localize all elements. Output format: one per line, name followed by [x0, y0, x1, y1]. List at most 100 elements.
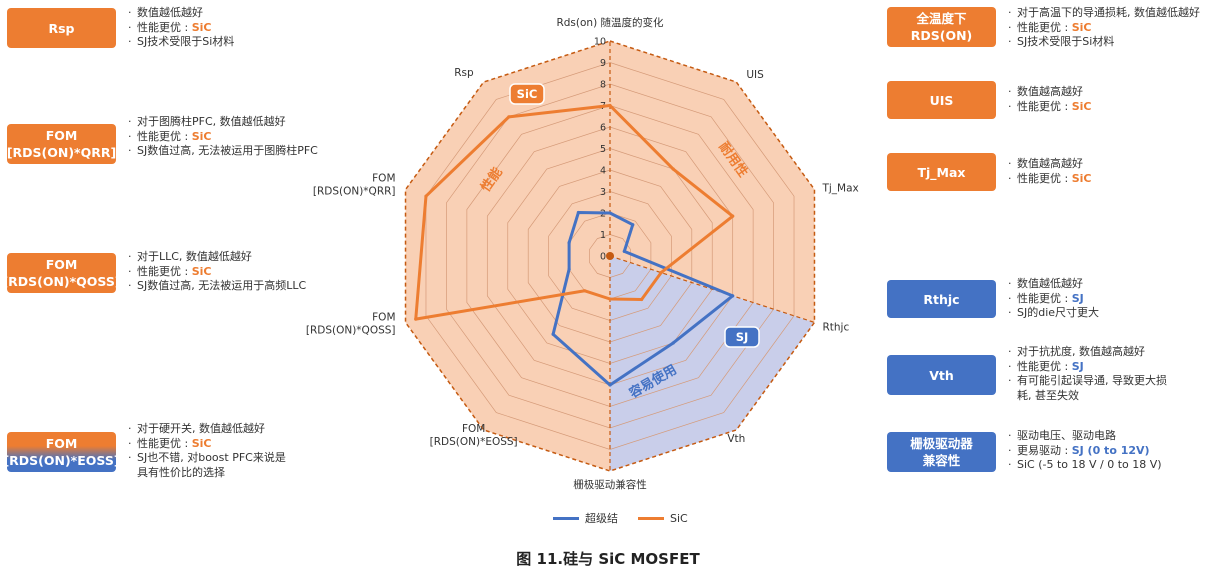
- axis-label: FOM[RDS(ON)*EOSS]: [430, 423, 518, 448]
- series-point: [551, 332, 555, 336]
- rdson-notes: 对于高温下的导通损耗, 数值越低越好 性能更优 : SiC SJ技术受限于Si材…: [1007, 6, 1212, 50]
- note-item: 对于图腾柱PFC, 数值越低越好: [127, 115, 377, 130]
- note-item: 性能更优 : SiC: [1007, 21, 1212, 36]
- tick-label: 4: [600, 166, 606, 177]
- legend-swatch-sic: [638, 516, 664, 520]
- fom-eoss-badge: FOM [RDS(ON)*EOSS]: [3, 432, 120, 472]
- series-point: [659, 271, 663, 275]
- series-point: [639, 297, 644, 302]
- vth-notes: 对于抗扰度, 数值越高越好 性能更优 : SJ 有可能引起误导通, 导致更大损 …: [1007, 345, 1212, 403]
- rdson-badge: 全温度下 RDS(ON): [887, 7, 996, 47]
- fom-qrr-notes: 对于图腾柱PFC, 数值越低越好 性能更优 : SiC SJ数值过高, 无法被运…: [127, 115, 377, 159]
- rsp-badge: Rsp: [7, 8, 116, 48]
- series-point: [731, 214, 735, 218]
- axis-label: Rthjc: [822, 321, 849, 333]
- note-item: 性能更优 : SiC: [1007, 172, 1212, 187]
- legend-swatch-sj: [553, 516, 579, 520]
- rsp-notes: 数值越低越好 性能更优 : SiC SJ技术受限于Si材料: [127, 6, 377, 50]
- series-point: [731, 294, 735, 298]
- series-point: [567, 267, 571, 271]
- fom-qoss-badge: FOM [RDS(ON)*QOSS]: [2, 253, 121, 293]
- note-item: 性能更优 : SiC: [1007, 100, 1212, 115]
- series-point: [583, 289, 587, 293]
- note-item: 对于LLC, 数值越低越好: [127, 250, 377, 265]
- note-item: 数值越低越好: [1007, 277, 1212, 292]
- series-tag-bg: [724, 326, 760, 348]
- note-item: SJ也不错, 对boost PFC来说是 具有性价比的选择: [127, 451, 377, 480]
- note-item: 对于硬开关, 数值越低越好: [127, 422, 377, 437]
- grid-ring: [425, 62, 795, 450]
- note-item: SJ技术受限于Si材料: [127, 35, 377, 50]
- rthjc-badge: Rthjc: [887, 280, 996, 318]
- axis-label: FOM[RDS(ON)*QOSS]: [306, 311, 396, 336]
- legend-label-sj: 超级结: [585, 512, 618, 525]
- tick-label: 3: [600, 187, 606, 198]
- tick-label: 10: [594, 37, 606, 48]
- series-point: [424, 194, 428, 198]
- series-point: [671, 167, 675, 171]
- legend-item-sj: 超级结: [553, 510, 618, 526]
- center-dot: [606, 252, 614, 260]
- note-item: SJ数值过高, 无法被运用于图腾柱PFC: [127, 144, 377, 159]
- note-item: 性能更优 : SJ: [1007, 292, 1212, 307]
- series-tag-label: SiC: [517, 87, 538, 101]
- tick-label: 8: [600, 80, 606, 91]
- note-item: 对于抗扰度, 数值越高越好: [1007, 345, 1212, 360]
- note-item: 更易驱动 : SJ (0 to 12V): [1007, 444, 1212, 459]
- note-item: 有可能引起误导通, 导致更大损 耗, 甚至失效: [1007, 374, 1212, 403]
- note-item: 数值越高越好: [1007, 85, 1212, 100]
- note-item: 性能更优 : SiC: [127, 265, 377, 280]
- tick-label: 0: [600, 252, 606, 263]
- note-item: 性能更优 : SiC: [127, 130, 377, 145]
- note-item: 性能更优 : SiC: [127, 437, 377, 452]
- region-fill-blue: [610, 256, 815, 471]
- series-tag-label: SJ: [736, 330, 749, 344]
- rthjc-notes: 数值越低越好 性能更优 : SJ SJ的die尺寸更大: [1007, 277, 1212, 321]
- note-item: 数值越低越好: [127, 6, 377, 21]
- note-item: 数值越高越好: [1007, 157, 1212, 172]
- series-point: [608, 383, 612, 387]
- figure-caption: 图 11.硅与 SiC MOSFET: [516, 550, 700, 568]
- axis-label: Vth: [727, 433, 745, 445]
- note-item: 驱动电压、驱动电路: [1007, 429, 1212, 444]
- axis-label: Rds(on) 随温度的变化: [556, 16, 664, 29]
- axis-label: UIS: [746, 69, 764, 81]
- tick-label: 6: [600, 123, 606, 134]
- axis-label: 栅极驱动兼容性: [573, 478, 647, 491]
- note-item: SJ数值过高, 无法被运用于高频LLC: [127, 279, 377, 294]
- fom-qoss-notes: 对于LLC, 数值越低越好 性能更优 : SiC SJ数值过高, 无法被运用于高…: [127, 250, 377, 294]
- note-item: 性能更优 : SJ: [1007, 360, 1212, 375]
- note-item: SJ的die尺寸更大: [1007, 306, 1212, 321]
- gate-driver-notes: 驱动电压、驱动电路 更易驱动 : SJ (0 to 12V) SiC (-5 t…: [1007, 429, 1212, 473]
- grid-ring: [404, 40, 816, 472]
- series-tag-bg: [509, 83, 545, 105]
- series-point: [622, 249, 626, 253]
- note-item: 对于高温下的导通损耗, 数值越低越好: [1007, 6, 1212, 21]
- vth-badge: Vth: [887, 355, 996, 395]
- series-point: [608, 103, 612, 108]
- chart-legend: 超级结 SiC: [553, 510, 688, 526]
- note-item: SJ技术受限于Si材料: [1007, 35, 1212, 50]
- uis-badge: UIS: [887, 81, 996, 119]
- tick-label: 9: [600, 58, 606, 69]
- tick-label: 1: [600, 230, 606, 241]
- series-point: [507, 115, 511, 119]
- tick-label: 5: [600, 144, 606, 155]
- series-point: [671, 341, 675, 345]
- axis-label: Rsp: [454, 67, 474, 79]
- gate-driver-badge: 栅极驱动器 兼容性: [887, 432, 996, 472]
- note-item: 性能更优 : SiC: [127, 21, 377, 36]
- series-point: [567, 241, 571, 245]
- fom-qrr-badge: FOM [RDS(ON)*QRR]: [7, 124, 116, 164]
- note-item: SiC (-5 to 18 V / 0 to 18 V): [1007, 458, 1212, 473]
- series-point: [608, 211, 612, 215]
- axis-label: Tj_Max: [821, 183, 858, 195]
- series-point: [631, 223, 635, 227]
- series-point: [576, 210, 581, 215]
- region-boundary: [609, 255, 815, 324]
- fom-eoss-notes: 对于硬开关, 数值越低越好 性能更优 : SiC SJ也不错, 对boost P…: [127, 422, 377, 480]
- legend-item-sic: SiC: [638, 512, 688, 525]
- series-point: [414, 317, 418, 321]
- tjmax-badge: Tj_Max: [887, 153, 996, 191]
